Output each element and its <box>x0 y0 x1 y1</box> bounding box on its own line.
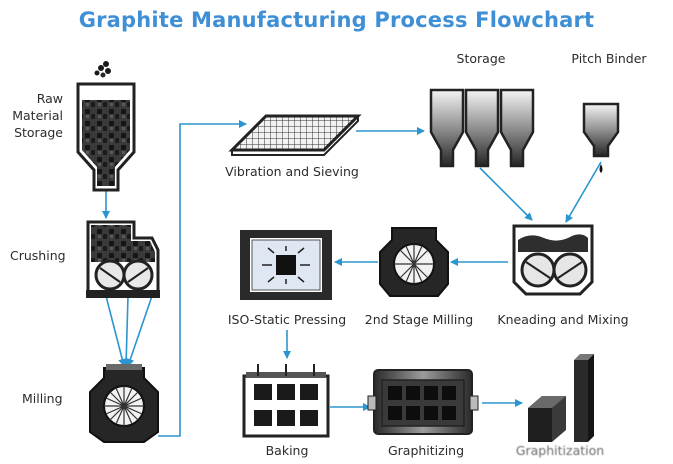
kneading-mixer <box>512 224 594 296</box>
label-milling: Milling <box>22 391 63 406</box>
baking-furnace <box>242 364 330 438</box>
arrow-crushing-to-milling-1 <box>105 295 127 367</box>
label-graphitizing: Graphitizing <box>387 443 465 458</box>
label-raw-material-storage: Raw Material Storage <box>4 90 63 141</box>
flowchart-title: Graphite Manufacturing Process Flowchart <box>78 8 595 32</box>
label-isostatic-pressing: ISO-Static Pressing <box>227 312 347 327</box>
storage-silos <box>429 88 535 168</box>
label-baking: Baking <box>265 443 309 458</box>
arrow-crushing-to-milling-3 <box>126 295 153 367</box>
label-raw-line-2: Material <box>12 108 63 123</box>
ball-mill-machine <box>89 364 159 443</box>
label-crushing: Crushing <box>10 248 66 263</box>
label-storage: Storage <box>456 51 506 66</box>
label-kneading-mixing: Kneading and Mixing <box>497 312 629 327</box>
label-second-stage-milling: 2nd Stage Milling <box>364 312 474 327</box>
graphite-block-product <box>528 354 594 442</box>
isostatic-press <box>240 230 332 300</box>
graphitizing-furnace <box>367 369 479 435</box>
label-raw-line-1: Raw <box>36 91 63 106</box>
arrow-binder-to-kneading <box>565 161 602 223</box>
second-stage-mill <box>379 227 449 297</box>
arrow-storage-to-kneading <box>479 167 533 221</box>
label-pitch-binder: Pitch Binder <box>571 51 647 66</box>
raw-storage-hopper <box>76 61 136 192</box>
label-vibration-sieving: Vibration and Sieving <box>225 164 359 179</box>
arrow-crushing-to-milling-2 <box>122 295 131 367</box>
label-graphitization: Graphitization <box>515 443 605 458</box>
label-raw-line-3: Storage <box>14 125 63 140</box>
vibrating-sieve-screen <box>228 114 362 156</box>
arrow-milling-to-sieving <box>158 120 247 437</box>
pitch-binder-tank <box>582 102 620 173</box>
crusher-machine <box>86 220 160 298</box>
